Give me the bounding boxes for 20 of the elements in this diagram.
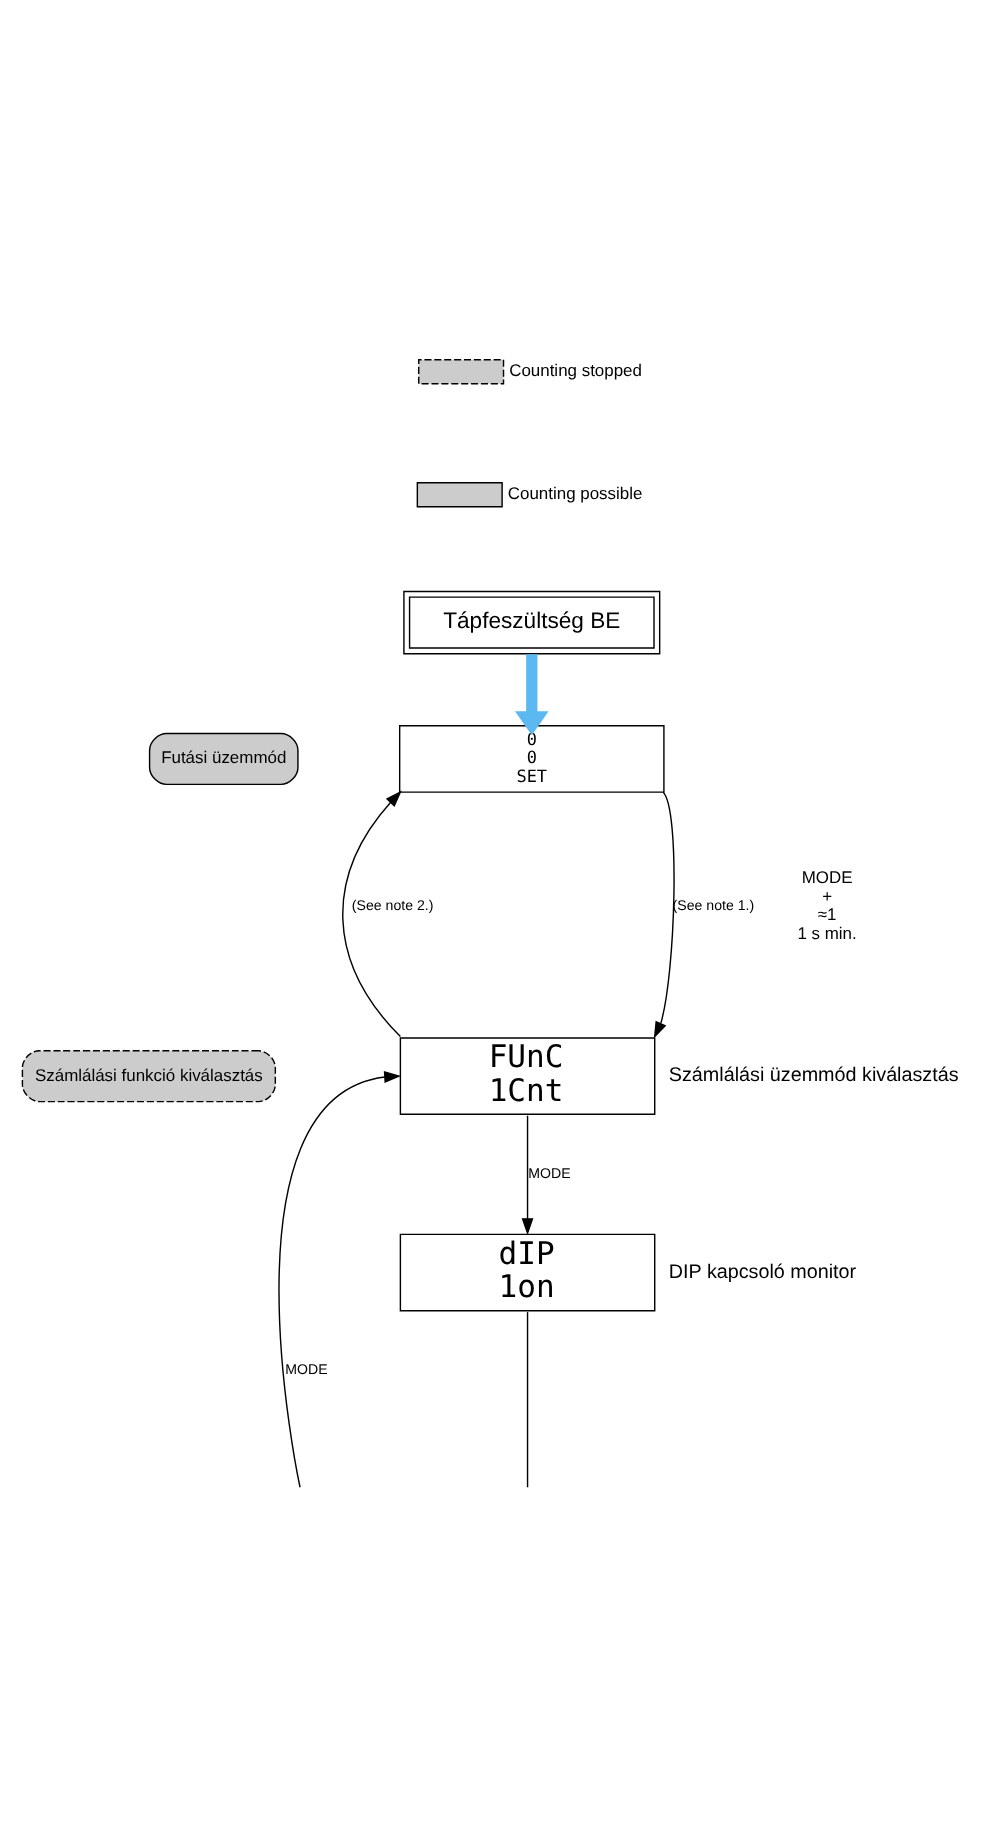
arrow <box>278 1070 402 1487</box>
arrow <box>521 1114 534 1235</box>
node-box: Tápfeszültség BE <box>403 589 661 654</box>
node-box: 0 0 SET <box>398 724 665 792</box>
arrow <box>515 653 549 735</box>
connector <box>526 1310 529 1487</box>
legend-label: Counting stopped <box>509 359 642 380</box>
node-label: Számlálási üzemmód kiválasztás <box>668 1064 959 1087</box>
label: MODE <box>801 866 853 887</box>
arrow <box>342 789 402 1037</box>
arrow <box>653 790 675 1038</box>
label: ≈1 <box>817 903 837 924</box>
label: + <box>822 884 833 905</box>
node-box: FUnC 1Cnt <box>399 1036 656 1114</box>
node-box: Számlálási funkció kiválasztás <box>21 1049 277 1102</box>
legend-label: Counting possible <box>507 482 643 503</box>
node-box: dIP 1on <box>399 1232 656 1311</box>
label: 1 s min. <box>797 921 857 942</box>
node-label: DIP kapcsoló monitor <box>668 1260 857 1283</box>
node-box: Futási üzemmód <box>148 731 299 785</box>
